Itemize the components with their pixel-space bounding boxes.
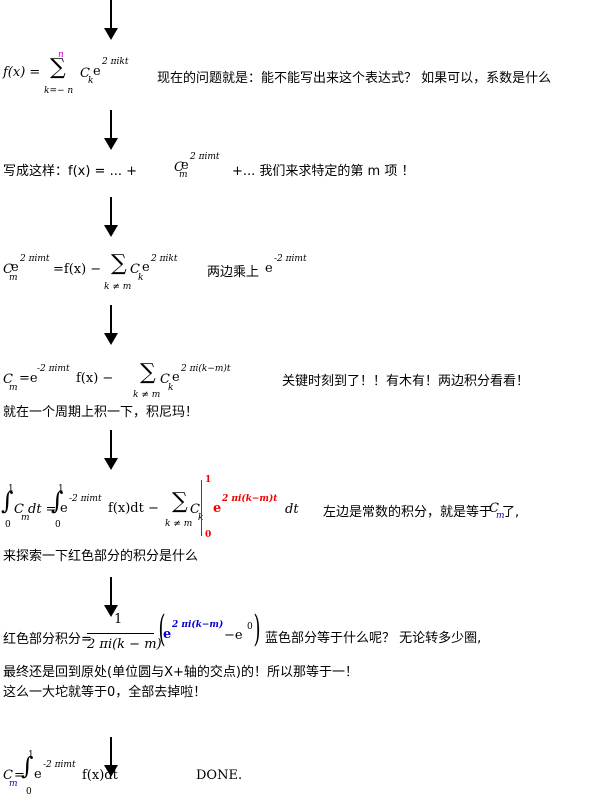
exponent: -2 πimt <box>37 364 70 374</box>
coef: C <box>160 372 170 387</box>
blue-exponent: 2 πi(k−m) <box>172 620 224 630</box>
exponent: -2 πimt <box>274 254 307 264</box>
exponent: 2 πikt <box>151 254 178 264</box>
sum-upper: n <box>58 50 64 60</box>
coef-sub: k <box>168 383 174 393</box>
integral-icon: ∫ <box>51 487 64 515</box>
int-upper: 1 <box>205 475 212 485</box>
coef-sub: k <box>138 273 144 283</box>
eq-text: f(x)dt − <box>108 501 159 516</box>
note-text: 了, <box>502 505 520 520</box>
eq-text: =e <box>19 371 38 386</box>
exponent: 2 πimt <box>20 254 50 264</box>
eq-text: −e <box>224 628 243 643</box>
exp-base: e <box>181 158 189 173</box>
exp-base: e <box>34 767 42 782</box>
paren-open: ( <box>158 609 166 650</box>
coef: C <box>3 262 13 277</box>
numerator: 1 <box>114 612 123 627</box>
exponent: -2 πimt <box>69 494 102 504</box>
done-text: DONE. <box>196 768 243 783</box>
eq-text: 红色部分积分= <box>3 632 92 647</box>
note-text: 蓝色部分等于什么呢？ 无论转多少圈, <box>265 631 482 646</box>
coef-sub: m <box>496 511 505 521</box>
exp-base: e <box>172 370 180 385</box>
exponent: 0 <box>247 622 253 632</box>
sum-lower: k ≠ m <box>165 519 193 529</box>
coef: C <box>489 501 499 516</box>
note-text: 左边是常数的积分，就是等于 <box>323 505 493 520</box>
coef-sub: k <box>88 76 94 86</box>
coef: C <box>14 502 24 517</box>
sigma-icon: ∑ <box>111 251 127 276</box>
paren-close: ) <box>253 609 261 650</box>
coef-sub: m <box>9 383 18 393</box>
exp-base: e <box>93 64 101 79</box>
coef: C <box>174 160 184 175</box>
eq-text: dt = <box>28 502 57 517</box>
eq-text: =f(x) − <box>53 262 102 277</box>
coef: C <box>130 262 140 277</box>
int-lower: 0 <box>55 520 61 530</box>
int-upper: 1 <box>8 484 14 494</box>
note-text: 就在一个周期上积一下，积尼玛！ <box>3 405 199 420</box>
sum-lower: k ≠ m <box>133 390 161 400</box>
red-exponent: 2 πi(k−m)t <box>222 494 278 504</box>
eq-text: f(x)dt <box>82 768 118 783</box>
denominator: 2 πi(k − m) <box>87 637 162 652</box>
note-text: 最终还是回到原处(单位圆与X+轴的交点)的！所以那等于一！ <box>3 665 358 680</box>
int-lower: 0 <box>205 530 212 540</box>
exp-base: e <box>60 501 68 516</box>
exp-base: e <box>11 260 19 275</box>
note-text: 来探索一下红色部分的积分是什么 <box>3 549 199 564</box>
coef: C <box>80 66 90 81</box>
coef-sub: m <box>21 513 30 523</box>
exponent: 2 πi(k−m)t <box>181 364 231 374</box>
fraction-bar <box>87 633 154 634</box>
eq-text: 写成这样：f(x) = ... + <box>3 164 137 179</box>
note-text: 关键时刻到了！！有木有！两边积分看看！ <box>282 374 530 389</box>
exponent: 2 πikt <box>102 57 129 67</box>
down-arrow-icon <box>103 305 119 345</box>
coef-sub: k <box>198 513 203 523</box>
coef: C <box>190 502 200 517</box>
red-integral-icon <box>201 480 202 536</box>
eq-text: dt <box>285 502 299 517</box>
int-upper: 1 <box>58 484 64 494</box>
note-text: 现在的问题就是：能不能写出来这个表达式？ 如果可以，系数是什么 <box>157 71 552 86</box>
exponent: 2 πimt <box>190 152 220 162</box>
sum-lower: k ≠ m <box>104 282 132 292</box>
eq-text: f(x) − <box>76 371 114 386</box>
sum-lower: k=− n <box>44 86 74 96</box>
down-arrow-icon <box>103 737 119 777</box>
coef-sub: m <box>179 170 188 180</box>
int-upper: 1 <box>28 750 34 760</box>
down-arrow-icon <box>103 577 119 617</box>
note-text: 两边乘上 <box>207 265 260 280</box>
sigma-icon: ∑ <box>50 55 66 80</box>
exp-base: e <box>163 627 172 642</box>
exp-base: e <box>213 501 222 516</box>
sigma-icon: ∑ <box>172 489 188 514</box>
coef-sub: m <box>9 273 18 283</box>
integral-icon: ∫ <box>21 752 34 780</box>
int-lower: 0 <box>26 787 32 797</box>
note-text: 这么一大坨就等于0，全部去掉啦！ <box>3 685 207 700</box>
exp-base: e <box>265 261 273 276</box>
exponent: -2 πimt <box>43 760 76 770</box>
down-arrow-icon <box>103 430 119 470</box>
integral-icon: ∫ <box>1 487 14 515</box>
down-arrow-icon <box>103 0 119 40</box>
int-lower: 0 <box>5 520 11 530</box>
note-text: +... 我们来求特定的第 m 项 ！ <box>232 164 415 179</box>
coef-sub: m <box>9 779 18 789</box>
coef: C <box>3 372 13 387</box>
sigma-icon: ∑ <box>140 360 156 385</box>
eq-text: f(x) = <box>3 65 41 80</box>
exp-base: e <box>142 260 150 275</box>
eq-text: = <box>14 768 25 783</box>
down-arrow-icon <box>103 197 119 237</box>
coef: C <box>3 768 13 783</box>
down-arrow-icon <box>103 110 119 150</box>
